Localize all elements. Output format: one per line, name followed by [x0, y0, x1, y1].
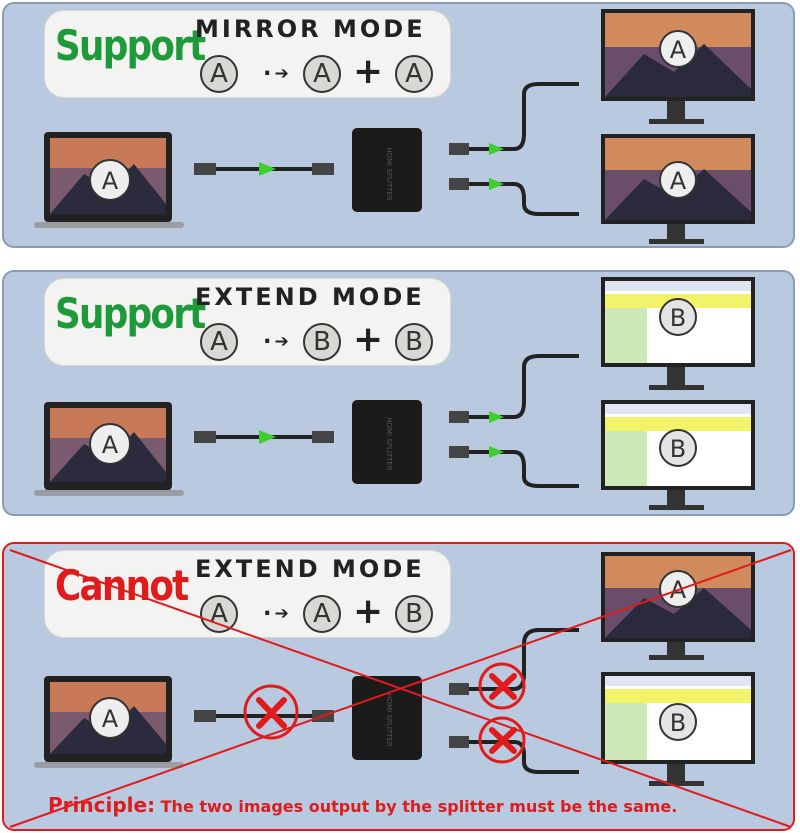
- formula-output-badge: A: [303, 55, 341, 93]
- connection-diagram: A HDMI SPLITTER B: [34, 277, 755, 510]
- mode-title: EXTEND MODE: [195, 555, 425, 583]
- output-label: B: [670, 435, 686, 463]
- status-label: Support: [55, 289, 206, 338]
- source-label: A: [102, 705, 119, 733]
- cross-mark-icon: [478, 662, 526, 710]
- formula-source-badge: A: [200, 55, 238, 93]
- mode-card: Support EXTEND MODE A ·➔ B + B: [44, 278, 451, 366]
- plus-icon: +: [353, 319, 384, 360]
- cross-mark-icon: [243, 684, 299, 740]
- mode-title: EXTEND MODE: [195, 283, 425, 311]
- big-cross-line: [9, 549, 792, 828]
- source-label: A: [102, 167, 119, 195]
- mode-card: Cannot EXTEND MODE A ·➔ A + B: [44, 550, 451, 638]
- status-label: Support: [55, 21, 206, 70]
- panel-mirror-mode: Support MIRROR MODE A ·➔ A + A A HDMI SP…: [2, 2, 795, 248]
- panel-extend-mode-unsupported: Cannot EXTEND MODE A ·➔ A + B A HDMI SPL…: [2, 542, 795, 831]
- arrow-right-icon: [259, 162, 276, 176]
- formula-output-badge: B: [395, 323, 433, 361]
- splitter-label: HDMI SPLITTER: [385, 417, 393, 470]
- splitter-label: HDMI SPLITTER: [385, 147, 393, 200]
- arrow-right-icon: ·➔: [260, 59, 289, 87]
- principle-lead: Principle:: [48, 793, 156, 817]
- arrow-right-icon: ·➔: [260, 599, 289, 627]
- status-label: Cannot: [55, 561, 189, 610]
- formula-output-badge: A: [303, 595, 341, 633]
- arrow-right-icon: [489, 446, 504, 458]
- output-label: B: [670, 304, 686, 332]
- source-badge: [89, 159, 131, 201]
- panel-extend-mode-supported: Support EXTEND MODE A ·➔ B + B A HDMI SP…: [2, 270, 795, 516]
- connection-diagram: A HDMI SPLITTER A: [34, 9, 755, 244]
- splitter-icon: [352, 400, 422, 484]
- arrow-right-icon: [259, 430, 276, 444]
- connection-diagram: A HDMI SPLITTER A: [9, 549, 792, 828]
- plus-icon: +: [353, 591, 384, 632]
- formula-output-badge: B: [395, 595, 433, 633]
- source-label: A: [102, 431, 119, 459]
- cross-mark-icon: [478, 716, 526, 764]
- output-label: A: [670, 36, 687, 64]
- arrow-right-icon: ·➔: [260, 327, 289, 355]
- formula-output-badge: B: [303, 323, 341, 361]
- splitter-icon: [352, 676, 422, 760]
- output-label: B: [670, 709, 686, 737]
- mode-title: MIRROR MODE: [195, 15, 426, 43]
- splitter-label: HDMI SPLITTER: [385, 693, 393, 746]
- arrow-right-icon: [489, 143, 504, 155]
- monitor-icon: [601, 134, 755, 244]
- monitor-icon: [601, 552, 755, 660]
- splitter-icon: [352, 128, 422, 212]
- arrow-right-icon: [489, 411, 504, 423]
- mode-card: Support MIRROR MODE A ·➔ A + A: [44, 10, 451, 98]
- principle-note: Principle: The two images output by the …: [48, 793, 677, 817]
- arrow-right-icon: [489, 178, 504, 190]
- plus-icon: +: [353, 51, 384, 92]
- output-label: A: [670, 167, 687, 195]
- formula-output-badge: A: [395, 55, 433, 93]
- formula-source-badge: A: [200, 323, 238, 361]
- principle-text: The two images output by the splitter mu…: [160, 797, 678, 816]
